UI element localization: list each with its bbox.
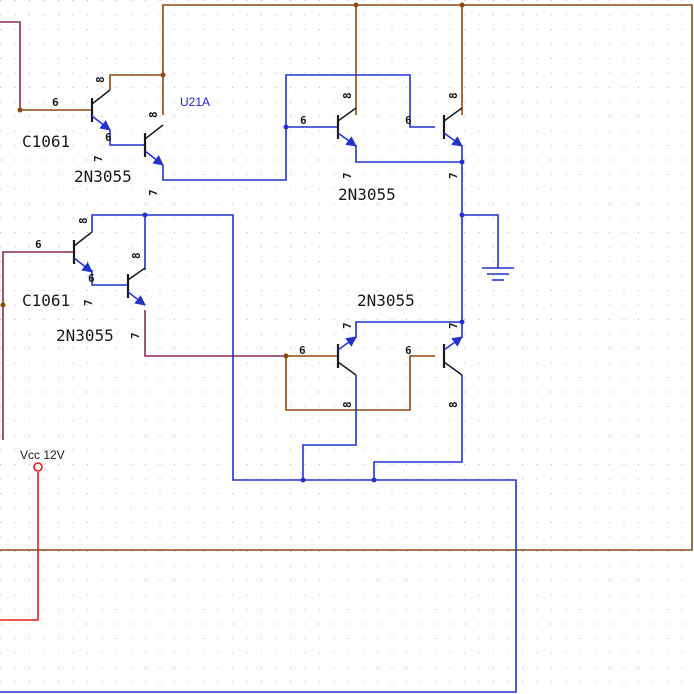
pin-number: 6 bbox=[52, 96, 59, 109]
pin-number: 6 bbox=[300, 114, 307, 127]
transistor-q7[interactable] bbox=[336, 336, 357, 376]
junction-dot bbox=[459, 212, 465, 218]
pin-numbers: 6 8 7 6 8 7 6 8 7 6 8 7 6 8 7 6 8 7 6 7 … bbox=[35, 76, 460, 408]
junctions-blue bbox=[142, 124, 465, 483]
wire-bottom-bus[interactable] bbox=[0, 479, 517, 693]
transistor-q1[interactable] bbox=[90, 89, 111, 131]
wire-q1-collector[interactable] bbox=[109, 74, 164, 115]
pin-number: 7 bbox=[447, 322, 460, 329]
red-net bbox=[0, 462, 43, 621]
wire-q3-base[interactable] bbox=[2, 251, 74, 305]
part-label-q6: 2N3055 bbox=[357, 291, 415, 310]
wire-q8-emitter[interactable] bbox=[373, 375, 463, 480]
junctions bbox=[0, 2, 465, 359]
junction-dot bbox=[459, 2, 465, 8]
pin-number: 7 bbox=[341, 322, 354, 329]
transistor-q2[interactable] bbox=[143, 124, 164, 166]
junction-dot bbox=[283, 124, 289, 130]
junction-dot bbox=[459, 159, 465, 165]
wire-q3-emitter[interactable] bbox=[91, 270, 128, 286]
wire-q4-emitter[interactable] bbox=[144, 310, 286, 357]
transistor-q6[interactable] bbox=[442, 107, 463, 147]
pin-number: 8 bbox=[447, 92, 460, 99]
pin-number: 6 bbox=[405, 344, 412, 357]
wire-q1-emitter[interactable] bbox=[109, 130, 145, 146]
wire-upper-emitters[interactable] bbox=[355, 145, 462, 163]
pin-number: 8 bbox=[94, 76, 107, 83]
wire-q7-emitter[interactable] bbox=[302, 375, 357, 480]
brown-nets bbox=[0, 4, 693, 551]
vcc-label: Vcc 12V bbox=[20, 448, 65, 462]
pin-number: 7 bbox=[341, 172, 354, 179]
pin-number: 6 bbox=[35, 238, 42, 251]
junction-dot bbox=[283, 353, 289, 359]
ref-designator-u21a: U21A bbox=[180, 95, 210, 109]
wire-ground-feed[interactable] bbox=[462, 214, 499, 268]
pin-number: 7 bbox=[447, 172, 460, 179]
transistor-q4[interactable] bbox=[126, 267, 146, 306]
junction-dot bbox=[17, 107, 23, 113]
pin-number: 6 bbox=[405, 114, 412, 127]
ground-icon[interactable] bbox=[482, 267, 514, 281]
wire-q3-collector[interactable] bbox=[91, 214, 146, 270]
wire-lower-collectors[interactable] bbox=[355, 321, 462, 338]
pin-number: 7 bbox=[82, 299, 95, 306]
junction-dot bbox=[300, 477, 306, 483]
transistor-q3[interactable] bbox=[72, 231, 93, 273]
transistor-q8[interactable] bbox=[442, 336, 463, 376]
pin-number: 8 bbox=[77, 217, 90, 224]
pin-number: 7 bbox=[147, 189, 160, 196]
part-label-q2: 2N3055 bbox=[74, 167, 132, 186]
pin-number: 8 bbox=[341, 92, 354, 99]
pin-number: 8 bbox=[341, 401, 354, 408]
junction-dot bbox=[459, 319, 465, 325]
pin-number: 6 bbox=[299, 344, 306, 357]
wire-lower-base-link[interactable] bbox=[285, 355, 435, 411]
pin-number: 7 bbox=[129, 332, 142, 339]
part-label-q4: 2N3055 bbox=[56, 326, 114, 345]
wire-q3-collector-bus[interactable] bbox=[145, 214, 303, 481]
pin-number: 6 bbox=[105, 131, 112, 144]
transistor-q5[interactable] bbox=[336, 107, 357, 147]
wire-left-top[interactable] bbox=[0, 21, 21, 110]
blue-nets bbox=[0, 74, 517, 693]
pin-number: 6 bbox=[88, 272, 95, 285]
junction-dot bbox=[142, 212, 148, 218]
pin-number: 8 bbox=[147, 111, 160, 118]
purple-nets bbox=[0, 21, 286, 440]
junction-dot bbox=[0, 302, 6, 308]
wire-top-rail[interactable] bbox=[0, 4, 693, 551]
pin-number: 7 bbox=[92, 155, 105, 162]
junction-dot bbox=[371, 477, 377, 483]
wire-vcc[interactable] bbox=[0, 472, 39, 621]
pin-number: 8 bbox=[447, 401, 460, 408]
part-label-q3: C1061 bbox=[22, 291, 70, 310]
part-label-q1: C1061 bbox=[22, 132, 70, 151]
part-label-q5: 2N3055 bbox=[338, 185, 396, 204]
wire-q2-emitter-bus[interactable] bbox=[162, 127, 287, 181]
junction-dot bbox=[353, 2, 359, 8]
junction-dot bbox=[160, 72, 166, 78]
wire-upper-base-loop[interactable] bbox=[285, 74, 435, 128]
pin-number: 8 bbox=[130, 252, 143, 259]
vcc-terminal[interactable] bbox=[33, 462, 43, 472]
